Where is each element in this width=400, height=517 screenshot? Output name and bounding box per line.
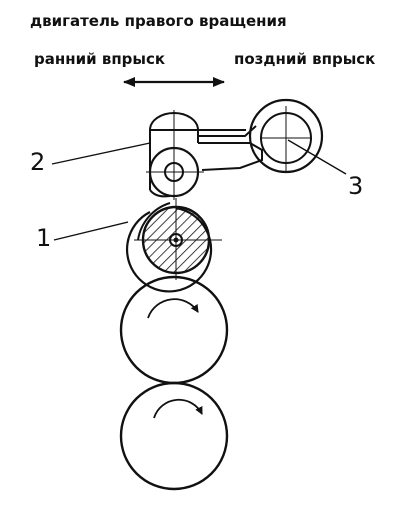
lever-eye-3 <box>248 98 324 174</box>
callout-3: 3 <box>287 139 363 200</box>
callout-1-label: 1 <box>36 224 51 252</box>
callout-2: 2 <box>30 142 151 176</box>
callout-1: 1 <box>36 221 129 252</box>
upper-drive-wheel <box>119 275 229 385</box>
callout-2-label: 2 <box>30 148 45 176</box>
adjustment-lever <box>149 110 263 198</box>
early-injection-label: ранний впрыск <box>34 50 165 68</box>
callout-3-label: 3 <box>348 172 363 200</box>
diagram-title: двигатель правого вращения <box>30 12 287 30</box>
eccentric-hub-1 <box>126 198 222 293</box>
late-injection-label: поздний впрыск <box>234 50 375 68</box>
roller-2 <box>146 145 204 200</box>
lower-drive-wheel <box>119 381 229 491</box>
